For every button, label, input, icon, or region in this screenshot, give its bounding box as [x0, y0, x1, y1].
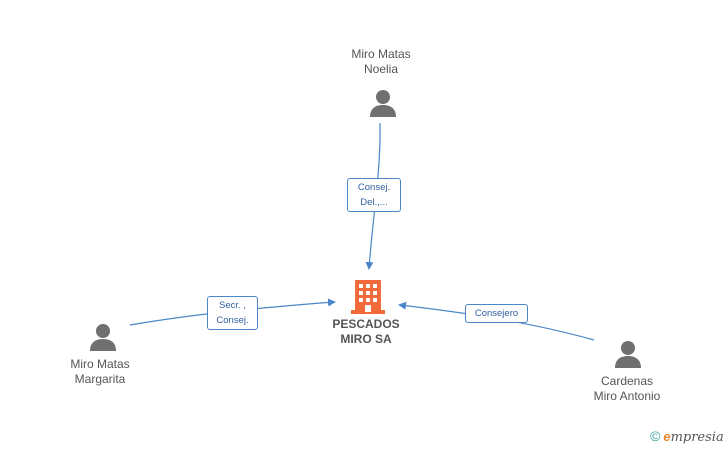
- role-line2: Del.,...: [360, 197, 388, 208]
- person-icon[interactable]: [88, 322, 118, 352]
- building-icon[interactable]: [351, 278, 385, 314]
- person-name-line1: Miro Matas: [70, 357, 130, 371]
- company-name-line2: MIRO SA: [340, 332, 392, 346]
- role-line1: Consejero: [474, 308, 519, 319]
- person-name-line2: Miro Antonio: [593, 389, 661, 403]
- role-line2: Consej.: [216, 315, 249, 326]
- role-badge-noelia[interactable]: Consej. Del.,...: [347, 178, 401, 212]
- company-name-line1: PESCADOS: [332, 317, 400, 331]
- role-badge-antonio[interactable]: Consejero: [465, 304, 528, 323]
- role-line1: Consej.: [357, 182, 391, 193]
- empresia-watermark[interactable]: ©empresia: [650, 428, 724, 445]
- person-node-antonio[interactable]: Cardenas Miro Antonio: [572, 374, 682, 404]
- person-icon[interactable]: [368, 88, 398, 118]
- person-name-line2: Noelia: [363, 62, 399, 76]
- brand-logo-text: mpresia: [670, 430, 724, 445]
- person-icon[interactable]: [613, 339, 643, 369]
- person-name-line2: Margarita: [74, 372, 126, 386]
- role-line1: Secr. ,: [219, 300, 246, 311]
- person-node-margarita[interactable]: Miro Matas Margarita: [50, 357, 150, 387]
- brand-logo-e: e: [663, 429, 671, 444]
- person-name-line1: Cardenas: [600, 374, 654, 388]
- role-badge-margarita[interactable]: Secr. , Consej.: [207, 296, 258, 330]
- copyright-symbol: ©: [650, 428, 661, 444]
- company-name[interactable]: PESCADOS MIRO SA: [318, 317, 414, 347]
- person-node-noelia[interactable]: Miro Matas Noelia: [331, 47, 431, 77]
- person-name-line1: Miro Matas: [351, 47, 411, 61]
